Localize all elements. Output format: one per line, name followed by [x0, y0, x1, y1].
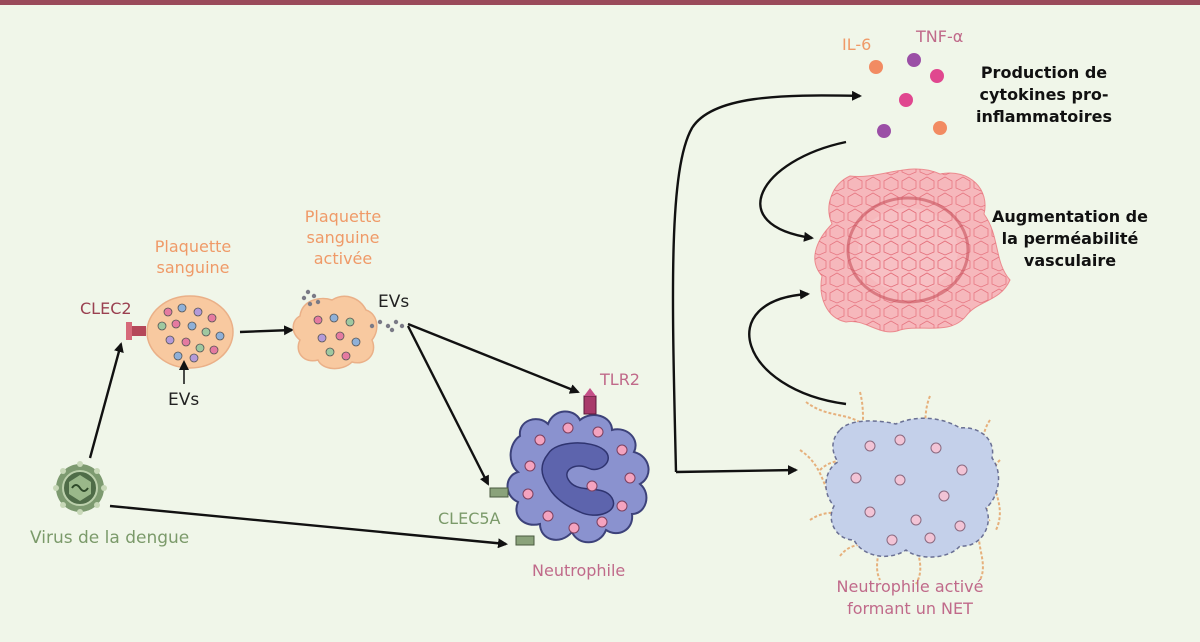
- vessel-icon: [814, 168, 1011, 333]
- activated-platelet-icon: [292, 289, 405, 370]
- net-neutrophil-icon: [799, 391, 1001, 585]
- arrows: [88, 90, 862, 549]
- dengue-virus-label: Virus de la dengue: [30, 528, 190, 548]
- evs-platelet-label: EVs: [168, 390, 200, 410]
- cytokines-label: Production de cytokines pro-inflammatoir…: [975, 63, 1113, 126]
- arrow-virus-to-platelet: [88, 342, 124, 459]
- neutrophil-icon: [489, 388, 650, 546]
- arrow-evs-to-tlr2: [407, 322, 580, 394]
- clec5a-receptor-2: [515, 535, 535, 546]
- clec5a-receptor-1: [489, 487, 509, 498]
- il6-label: IL-6: [842, 35, 872, 54]
- permeability-label: Augmentation de la perméabilité vasculai…: [992, 207, 1148, 270]
- arrow-cytokines-to-permeability: [759, 140, 847, 242]
- arrow-neutrophil-to-cytokines: [671, 90, 862, 473]
- cytokine-dots-icon: [869, 53, 947, 138]
- arrow-net-to-permeability: [748, 289, 847, 406]
- clec2-label: CLEC2: [80, 299, 132, 318]
- arrow-evs-to-clec5a: [406, 325, 490, 486]
- platelet-icon: [126, 295, 234, 384]
- ev-particles: [301, 289, 405, 333]
- arrow-platelet-to-activated: [239, 325, 294, 336]
- tnf-label: TNF-α: [916, 27, 964, 46]
- tlr2-receptor: [583, 395, 597, 415]
- clec5a-label: CLEC5A: [438, 509, 501, 528]
- neutrophil-label: Neutrophile: [532, 561, 626, 580]
- clec2-receptor: [130, 326, 146, 336]
- arrow-virus-to-neutrophil: [109, 504, 508, 549]
- top-border: [0, 0, 1200, 5]
- net-neutrophil-label: Neutrophile activé formant un NET: [836, 577, 984, 618]
- virus-icon: [53, 461, 107, 515]
- evs-activated-label: EVs: [378, 292, 410, 312]
- tlr2-label: TLR2: [600, 370, 640, 389]
- arrow-neutrophil-to-net: [675, 465, 798, 476]
- platelet-label: Plaquette sanguine: [154, 237, 232, 277]
- activated-platelet-label: Plaquette sanguine activée: [304, 207, 382, 268]
